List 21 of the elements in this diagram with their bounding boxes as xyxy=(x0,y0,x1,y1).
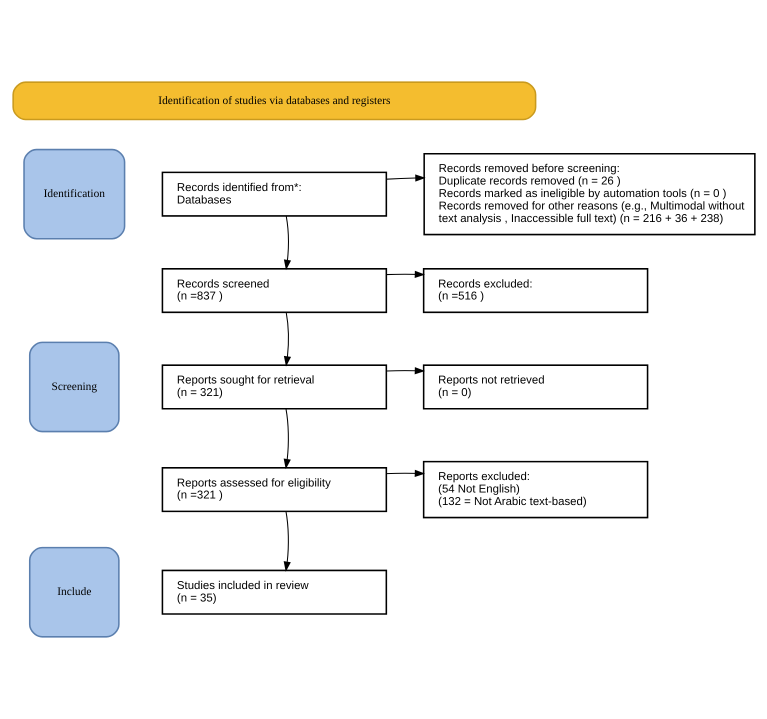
node-box: Reports not retrieved (n = 0) xyxy=(422,364,648,410)
node-box: Include xyxy=(28,546,120,638)
node-box: Screening xyxy=(28,342,120,432)
arrow xyxy=(386,367,425,374)
arrow xyxy=(386,174,426,182)
node-box: Records excluded: (n =516 ) xyxy=(422,268,648,314)
node-box: Identification of studies via databases and registers xyxy=(12,81,536,120)
node-box: Reports assessed for eligibility (n =321 ) xyxy=(161,467,387,512)
arrow xyxy=(283,216,291,270)
arrow xyxy=(283,312,291,367)
node-box: Studies included in review (n = 35) xyxy=(161,570,387,615)
node-box: Reports sought for retrieval (n = 321) xyxy=(161,364,387,410)
arrow xyxy=(386,470,425,477)
node-box: Records identified from*: Databases xyxy=(161,172,387,217)
arrow xyxy=(386,270,425,278)
arrow xyxy=(283,408,290,470)
node-box: Records removed before screening: Duplicate records removed (n = 26 ) Records marked as ineligible by automation tools (n = 0 ) Records removed for other reasons (e.g., Multimodal without text analysis , Inaccessible full text) (n = 216 + 36 + 238) xyxy=(422,152,756,236)
node-box: Records screened (n =837 ) xyxy=(161,268,387,314)
node-box: Identification xyxy=(22,148,125,240)
arrow xyxy=(283,511,290,572)
node-box: Reports excluded: (54 Not English) (132 = Not Arabic text-based) xyxy=(422,460,648,518)
